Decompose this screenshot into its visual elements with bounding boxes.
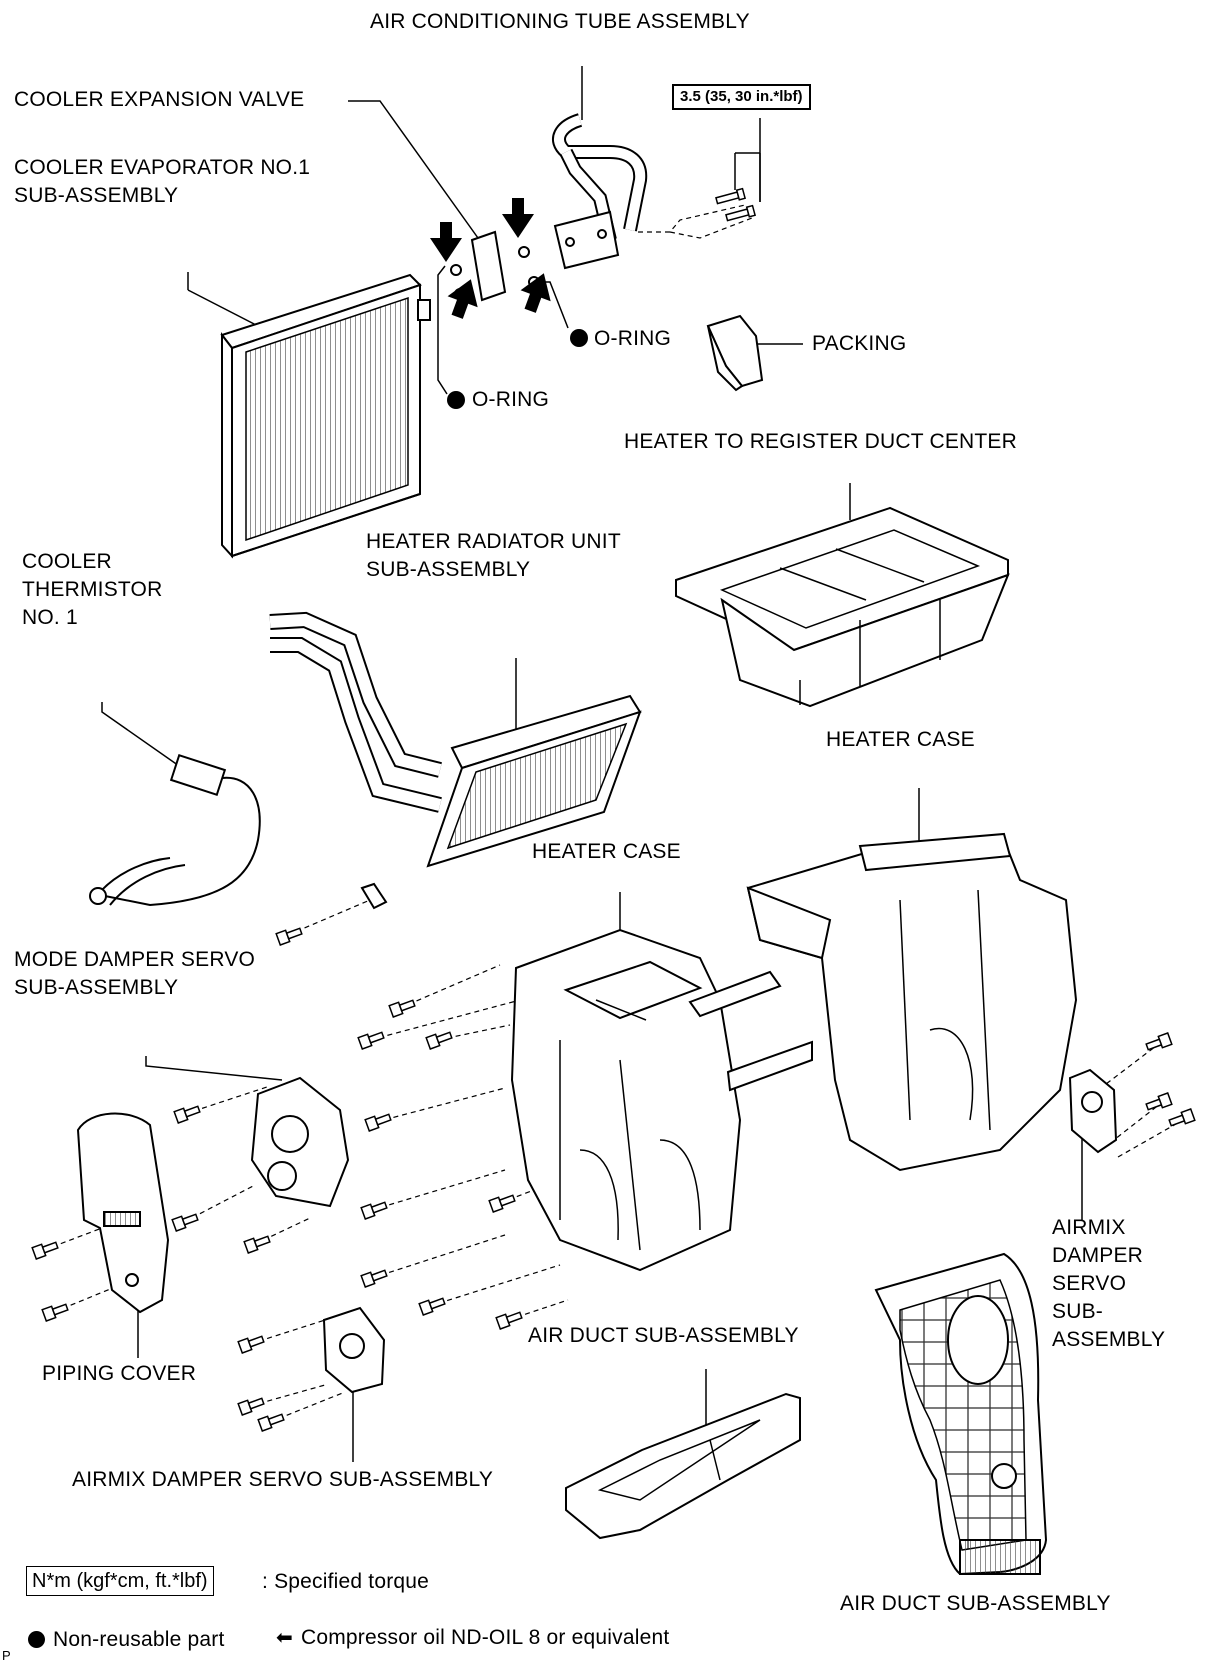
label-mode-damper-servo-line2: SUB-ASSEMBLY bbox=[14, 976, 179, 999]
cooler-thermistor-drawing bbox=[89, 753, 388, 910]
legend-torque-units-box: N*m (kgf*cm, ft.*lbf) bbox=[26, 1566, 214, 1596]
label-airmix-right-line5: ASSEMBLY bbox=[1052, 1328, 1166, 1351]
label-airmix-right-line2: DAMPER bbox=[1052, 1244, 1144, 1267]
label-cooler-thermistor-line2: THERMISTOR bbox=[22, 578, 163, 601]
legend-compressor-oil-text: Compressor oil ND-OIL 8 or equivalent bbox=[300, 1626, 670, 1649]
label-cooler-thermistor-line3: NO. 1 bbox=[22, 606, 78, 629]
label-heater-radiator-line2: SUB-ASSEMBLY bbox=[366, 558, 531, 581]
heater-case-right-drawing bbox=[746, 832, 1078, 1172]
label-cooler-evaporator-line2: SUB-ASSEMBLY bbox=[14, 184, 179, 207]
label-heater-case-left: HEATER CASE bbox=[532, 840, 681, 863]
legend-torque-desc: : Specified torque bbox=[262, 1570, 430, 1593]
air-duct-right-drawing bbox=[874, 1252, 1048, 1576]
heater-case-left-drawing bbox=[510, 928, 813, 1272]
non-reusable-dot-icon bbox=[28, 1631, 45, 1648]
expansion-valve-drawing bbox=[450, 230, 540, 302]
label-mode-damper-servo-line1: MODE DAMPER SERVO bbox=[14, 948, 256, 971]
label-cooler-evaporator-line1: COOLER EVAPORATOR NO.1 bbox=[14, 156, 311, 179]
corner-mark: P bbox=[2, 1648, 11, 1663]
torque-spec-box: 3.5 (35, 30 in.*lbf) bbox=[672, 84, 811, 110]
mode-damper-servo-drawing bbox=[250, 1076, 350, 1208]
label-airmix-bottom: AIRMIX DAMPER SERVO SUB-ASSEMBLY bbox=[72, 1468, 494, 1491]
screws bbox=[31, 187, 1196, 1432]
label-air-conditioning-tube-assembly: AIR CONDITIONING TUBE ASSEMBLY bbox=[370, 10, 750, 33]
ac-tube-drawing bbox=[552, 113, 648, 270]
label-airmix-right-line3: SERVO bbox=[1052, 1272, 1127, 1295]
cooler-evaporator-drawing bbox=[220, 273, 431, 559]
label-piping-cover: PIPING COVER bbox=[42, 1362, 197, 1385]
label-airmix-right-line1: AIRMIX bbox=[1052, 1216, 1126, 1239]
label-air-duct-right: AIR DUCT SUB-ASSEMBLY bbox=[840, 1592, 1111, 1615]
piping-cover-drawing bbox=[76, 1112, 170, 1314]
airmix-servo-right-drawing bbox=[1068, 1068, 1118, 1154]
label-o-ring-lower: O-RING bbox=[472, 388, 550, 411]
heater-radiator-drawing bbox=[269, 611, 642, 868]
label-heater-case-right: HEATER CASE bbox=[826, 728, 975, 751]
label-heater-to-register-duct-center: HEATER TO REGISTER DUCT CENTER bbox=[624, 430, 1017, 453]
label-cooler-thermistor-line1: COOLER bbox=[22, 550, 112, 573]
legend-compressor-oil: ⬅ Compressor oil ND-OIL 8 or equivalent bbox=[276, 1624, 669, 1652]
label-heater-radiator-line1: HEATER RADIATOR UNIT bbox=[366, 530, 621, 553]
label-airmix-right-line4: SUB- bbox=[1052, 1300, 1103, 1323]
legend-non-reusable: Non-reusable part bbox=[28, 1626, 225, 1653]
packing-drawing bbox=[706, 314, 764, 392]
left-arrow-icon: ⬅ bbox=[276, 1627, 293, 1649]
legend-non-reusable-text: Non-reusable part bbox=[53, 1628, 225, 1651]
label-o-ring-upper: O-RING bbox=[594, 327, 672, 350]
airmix-servo-bottom-drawing bbox=[322, 1306, 386, 1394]
oil-arrows bbox=[430, 198, 551, 319]
label-packing: PACKING bbox=[812, 332, 907, 355]
air-duct-center-drawing bbox=[565, 1392, 801, 1540]
label-air-duct-center: AIR DUCT SUB-ASSEMBLY bbox=[528, 1324, 799, 1347]
label-cooler-expansion-valve: COOLER EXPANSION VALVE bbox=[14, 88, 305, 111]
o-ring-dots bbox=[447, 329, 588, 409]
register-duct-drawing bbox=[675, 506, 1010, 708]
